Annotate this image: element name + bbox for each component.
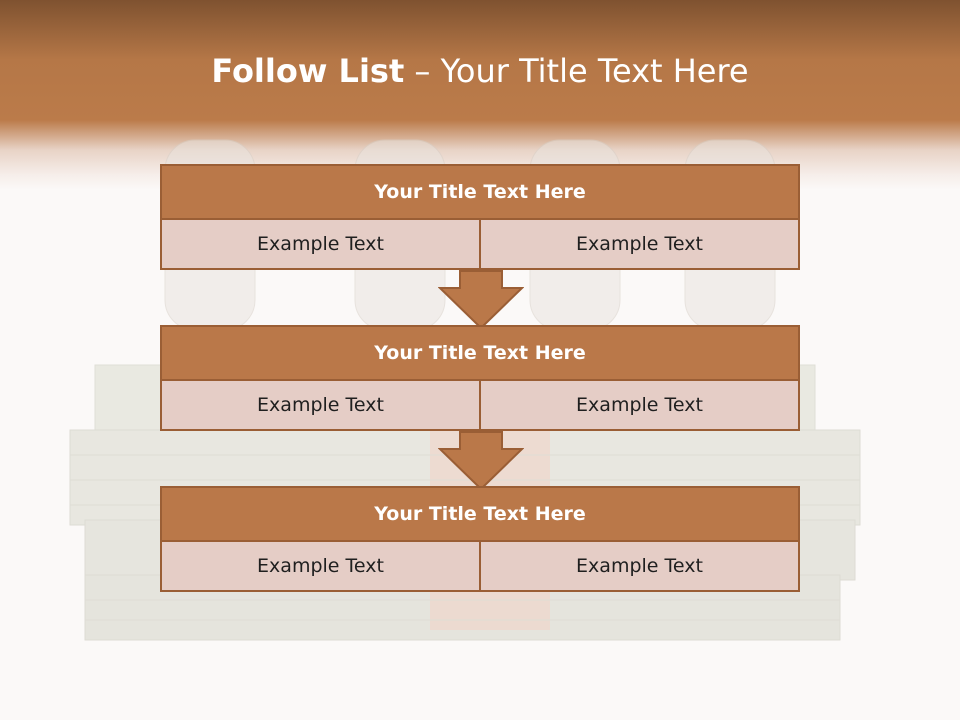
down-arrow-icon xyxy=(438,431,524,491)
flow-block-right-text: Example Text xyxy=(479,381,798,429)
flow-block-title: Your Title Text Here xyxy=(160,325,800,381)
slide-title-rest: – Your Title Text Here xyxy=(404,52,749,90)
flow-block-row: Example Text Example Text xyxy=(160,381,800,431)
flow-block-title: Your Title Text Here xyxy=(160,486,800,542)
flow-block-left-text: Example Text xyxy=(162,381,479,429)
flow-block-row: Example Text Example Text xyxy=(160,542,800,592)
flow-block-left-text: Example Text xyxy=(162,220,479,268)
flow-block-3: Your Title Text Here Example Text Exampl… xyxy=(160,486,800,592)
slide-title-bold: Follow List xyxy=(211,52,405,90)
down-arrow-icon xyxy=(438,270,524,330)
flow-block-title: Your Title Text Here xyxy=(160,164,800,220)
slide-title: Follow List – Your Title Text Here xyxy=(0,52,960,90)
flow-block-left-text: Example Text xyxy=(162,542,479,590)
flow-block-right-text: Example Text xyxy=(479,220,798,268)
header-band xyxy=(0,0,960,190)
flow-block-2: Your Title Text Here Example Text Exampl… xyxy=(160,325,800,431)
flow-block-row: Example Text Example Text xyxy=(160,220,800,270)
flow-block-1: Your Title Text Here Example Text Exampl… xyxy=(160,164,800,270)
flow-block-right-text: Example Text xyxy=(479,542,798,590)
